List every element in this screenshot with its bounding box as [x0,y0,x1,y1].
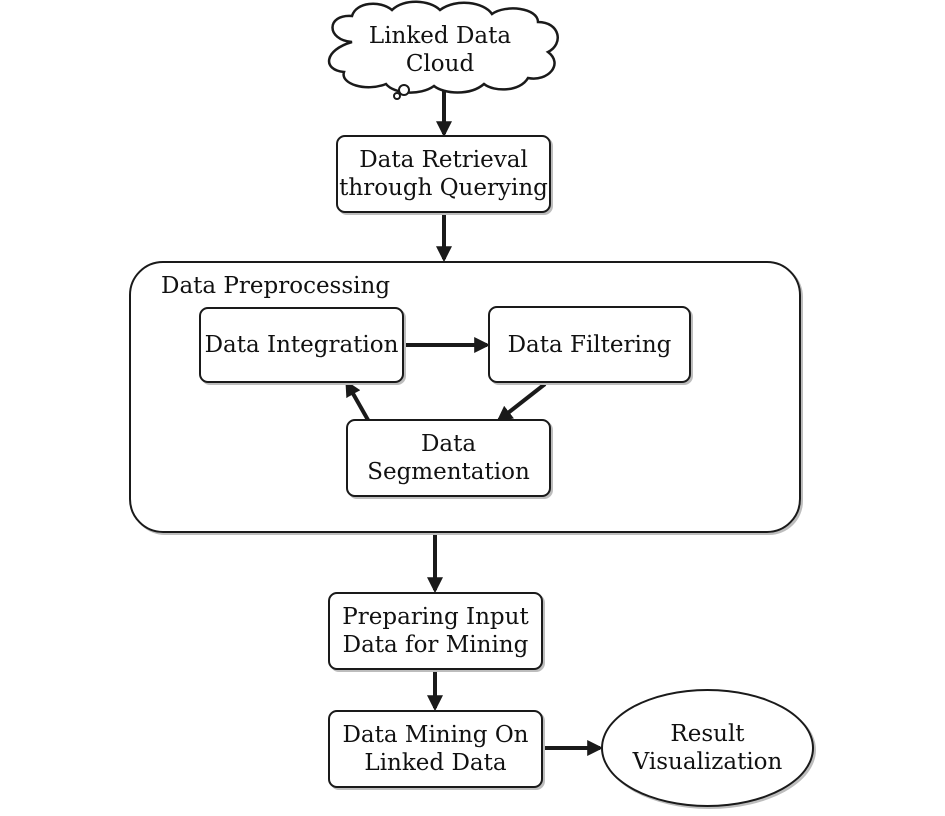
integration-label: Data Integration [204,332,399,358]
cloud-shape [327,0,559,94]
visualization-label-line1: Result [670,721,745,747]
mining-label-line1: Data Mining On [342,722,529,748]
retrieval-label-line1: Data Retrieval [359,147,528,173]
group-label-data-preprocessing: Data Preprocessing [161,273,391,299]
retrieval-label-line2: through Querying [339,175,548,201]
visualization-label-line2: Visualization [632,749,783,775]
cloud-bubble-large [398,84,410,96]
segmentation-label-line1: Data [420,431,477,457]
segmentation-label-line2: Segmentation [367,459,530,485]
group-data-preprocessing [129,261,801,533]
node-data-filtering: Data Filtering [488,306,691,383]
node-data-segmentation: Data Segmentation [346,419,551,497]
arrow-filtering-to-segmentation [496,382,547,422]
node-data-retrieval: Data Retrieval through Querying [336,135,551,213]
filtering-label: Data Filtering [507,331,672,358]
preparing-label-line2: Data for Mining [342,632,529,658]
cloud-label-line2: Cloud [405,51,475,77]
node-result-visualization: Result Visualization [601,689,814,807]
node-data-integration: Data Integration [199,307,404,383]
node-data-mining: Data Mining On Linked Data [328,710,543,788]
cloud-bubble-small [393,92,401,100]
mining-label-line2: Linked Data [364,750,507,776]
node-preparing-input-data: Preparing Input Data for Mining [328,592,543,670]
cloud-label-line1: Linked Data [368,23,512,49]
arrow-segmentation-to-integration [345,380,370,421]
node-linked-data-cloud: Linked Data Cloud [340,22,540,78]
preparing-label-line1: Preparing Input [342,604,529,630]
